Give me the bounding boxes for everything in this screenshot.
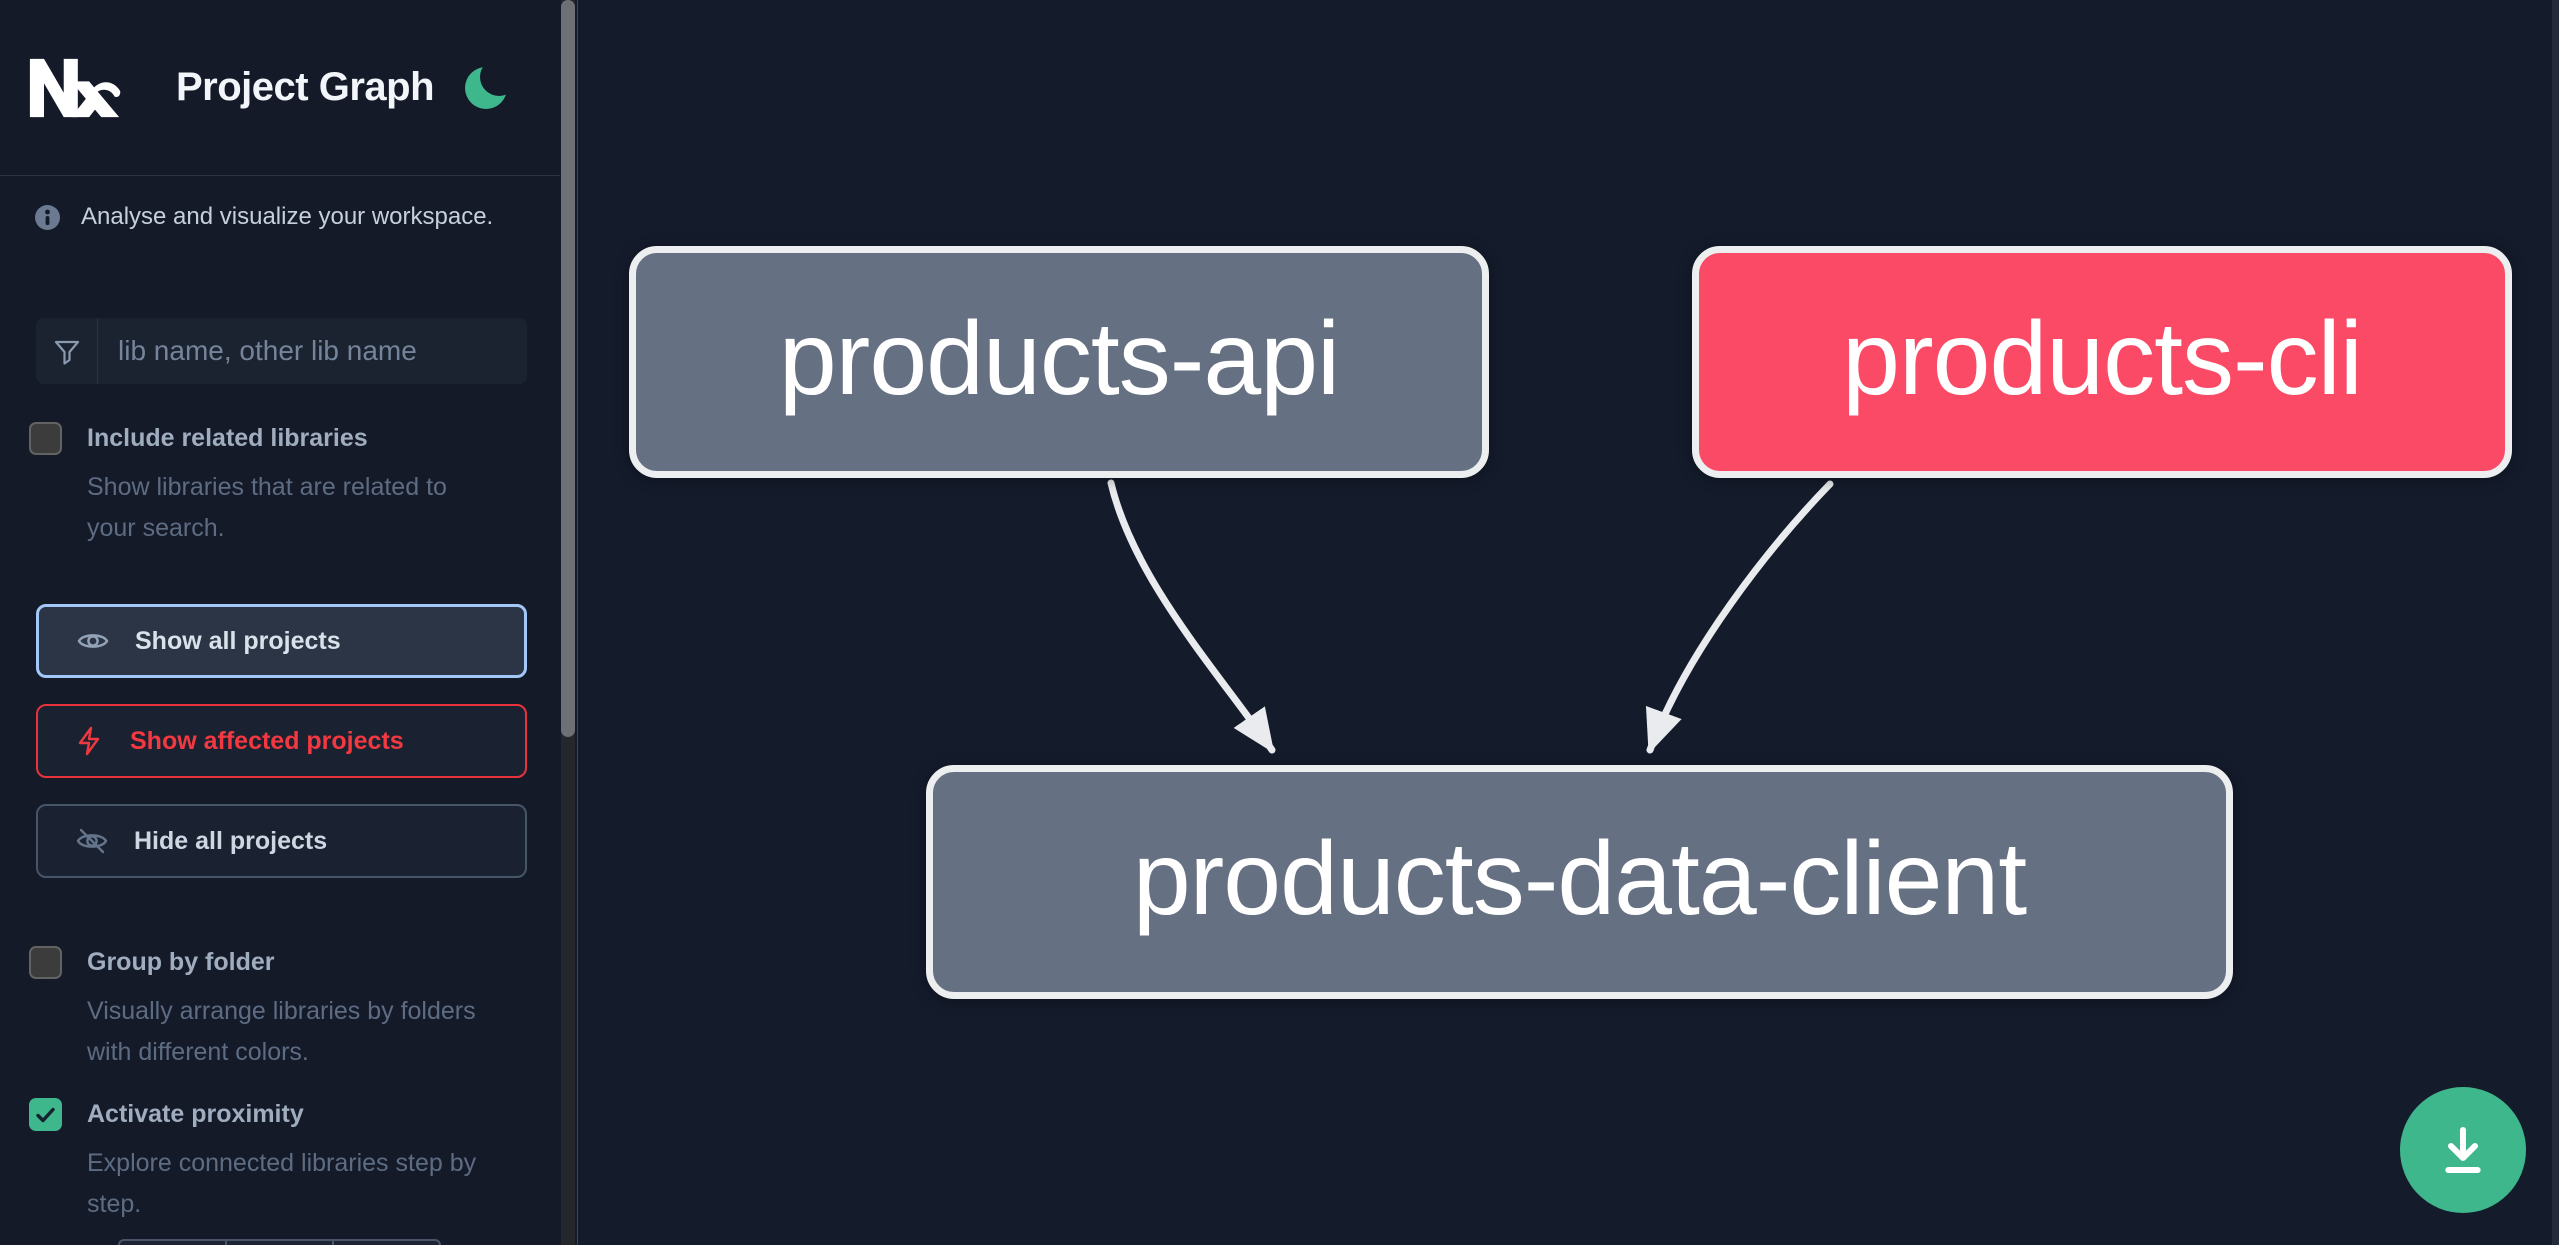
include-related-libraries-checkbox[interactable] — [29, 422, 62, 455]
sidebar: Project Graph Analyse and visualize your… — [0, 0, 560, 1245]
node-label: products-api — [778, 301, 1340, 417]
download-image-button[interactable] — [2400, 1087, 2526, 1213]
moon-icon — [480, 58, 518, 96]
activate-proximity-checkbox[interactable] — [29, 1098, 62, 1131]
group-by-folder-checkbox[interactable] — [29, 946, 62, 979]
check-icon — [36, 1107, 55, 1122]
button-label: Show all projects — [135, 626, 341, 655]
button-label: Show affected projects — [130, 726, 404, 755]
option-label: Group by folder — [87, 948, 275, 976]
search-input[interactable] — [98, 318, 527, 384]
page-title: Project Graph — [176, 65, 435, 109]
option-activate-proximity: Activate proximity Explore connected lib… — [29, 1098, 524, 1225]
sidebar-scrollbar-track[interactable] — [561, 0, 575, 1245]
segment-increment[interactable] — [332, 1241, 439, 1245]
button-label: Hide all projects — [134, 826, 328, 855]
sidebar-header: Project Graph — [0, 0, 560, 176]
eye-icon — [77, 634, 109, 648]
hide-all-projects-button[interactable]: Hide all projects — [36, 804, 527, 878]
option-description: Show libraries that are related to your … — [87, 473, 447, 542]
edge-products-cli-to-products-data-client — [1645, 480, 1834, 754]
search-box — [36, 318, 527, 384]
sidebar-scrollbar-thumb[interactable] — [561, 0, 575, 737]
segment-decrement[interactable] — [120, 1241, 225, 1245]
option-label: Activate proximity — [87, 1100, 304, 1128]
segment-value[interactable] — [225, 1241, 332, 1245]
option-include-related-libraries: Include related libraries Show libraries… — [29, 422, 524, 549]
download-icon — [2445, 1127, 2481, 1173]
node-label: products-cli — [1842, 301, 2363, 417]
nx-logo — [29, 58, 121, 117]
bolt-icon — [78, 726, 100, 756]
dependency-edges — [1107, 479, 1834, 754]
show-all-projects-button[interactable]: Show all projects — [36, 604, 527, 678]
graph-canvas[interactable]: products-api products-cli products-data-… — [577, 0, 2559, 1245]
graph-node-products-api[interactable]: products-api — [629, 246, 1489, 478]
show-affected-projects-button[interactable]: Show affected projects — [36, 704, 527, 778]
info-icon — [35, 204, 60, 230]
option-label: Include related libraries — [87, 424, 368, 452]
option-description: Explore connected libraries step by step… — [87, 1149, 477, 1218]
eye-slash-icon — [76, 828, 108, 854]
canvas-scrollbar-track — [2552, 0, 2559, 1245]
project-actions: Show all projects Show affected projects… — [36, 604, 527, 878]
proximity-depth-segmented-control — [118, 1239, 441, 1245]
edge-products-api-to-products-data-client — [1107, 479, 1276, 754]
tagline-row: Analyse and visualize your workspace. — [34, 203, 524, 230]
graph-node-products-data-client[interactable]: products-data-client — [926, 765, 2233, 999]
option-description: Visually arrange libraries by folders wi… — [87, 997, 476, 1066]
funnel-icon — [36, 318, 98, 384]
option-group-by-folder: Group by folder Visually arrange librari… — [29, 946, 524, 1073]
tagline-text: Analyse and visualize your workspace. — [81, 203, 494, 230]
theme-toggle-button[interactable] — [468, 62, 520, 114]
graph-node-products-cli[interactable]: products-cli — [1692, 246, 2512, 478]
node-label: products-data-client — [1132, 821, 2027, 937]
